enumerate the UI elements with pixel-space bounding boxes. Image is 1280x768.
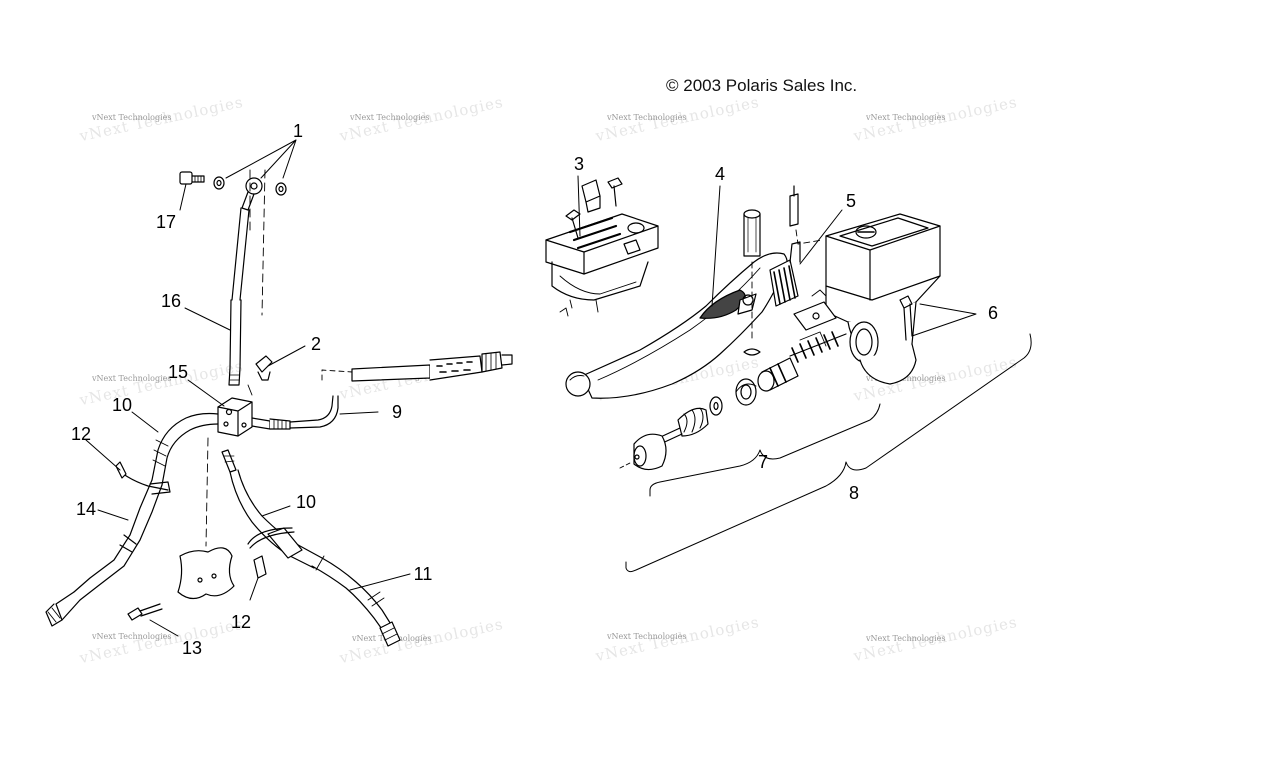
callout-2: 2 <box>310 334 322 354</box>
cable-sleeve <box>351 351 513 382</box>
watermark: vNext Technologies <box>607 113 687 122</box>
banjo-fitting <box>241 177 263 211</box>
mounting-plate <box>177 547 235 600</box>
callout-11: 11 <box>413 564 433 584</box>
callout-17: 17 <box>155 212 177 232</box>
watermark: vNext Technologies <box>92 632 172 641</box>
callout-13: 13 <box>181 638 203 658</box>
brake-junction-block <box>217 397 253 437</box>
brake-hose-upper <box>228 207 250 386</box>
callout-10-right: 10 <box>295 492 317 512</box>
brake-hose-right <box>221 449 401 647</box>
callout-7: 7 <box>757 452 769 472</box>
hose-clamp <box>247 527 295 579</box>
callout-4: 4 <box>714 164 726 184</box>
watermark: vNext Technologies <box>92 374 172 383</box>
copyright-notice: © 2003 Polaris Sales Inc. <box>666 76 858 95</box>
pivot-pin <box>743 209 761 356</box>
brake-line-rigid <box>289 395 334 423</box>
watermark: vNext Technologies <box>92 113 172 122</box>
watermark: vNext Technologies <box>350 113 430 122</box>
callout-6: 6 <box>987 303 999 323</box>
brake-line-fitting <box>251 417 291 430</box>
brake-light-switch <box>247 355 273 396</box>
crush-washer <box>275 182 287 196</box>
watermark: vNext Technologies <box>607 632 687 641</box>
brake-lever <box>565 241 801 399</box>
callout-12: 12 <box>70 424 92 444</box>
mounting-screw <box>127 603 163 621</box>
piston-kit <box>619 331 847 471</box>
watermark: vNext Technologies <box>866 634 946 643</box>
callout-3: 3 <box>573 154 585 174</box>
callout-5: 5 <box>845 191 857 211</box>
callout-15: 15 <box>167 362 189 382</box>
callout-14: 14 <box>75 499 97 519</box>
dowel-pin <box>789 185 823 245</box>
watermark: vNext Technologies <box>866 113 946 122</box>
crush-washer <box>213 176 225 190</box>
banjo-bolt <box>179 171 205 185</box>
callout-16: 16 <box>160 291 182 311</box>
master-cylinder-assembly <box>545 175 1032 573</box>
brake-hose-left <box>45 412 219 627</box>
hose-clamp <box>115 461 171 495</box>
reservoir-cover <box>545 177 659 317</box>
callout-8: 8 <box>848 483 860 503</box>
callout-9: 9 <box>391 402 403 422</box>
master-cylinder-body <box>793 213 941 385</box>
callout-10: 10 <box>111 395 133 415</box>
watermark: vNext Technologies <box>866 374 946 383</box>
callout-1: 1 <box>292 121 304 141</box>
callout-12-right: 12 <box>230 612 252 632</box>
brake-line-assembly <box>45 139 513 647</box>
